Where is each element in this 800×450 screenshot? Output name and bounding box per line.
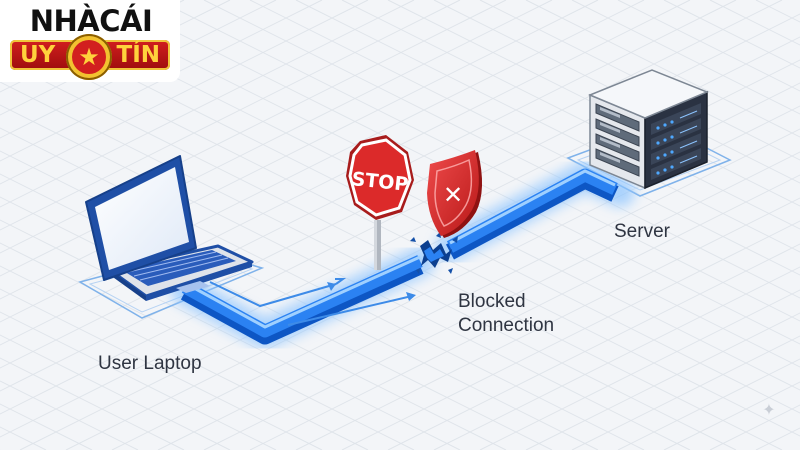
stop-sign-icon: STOP — [346, 135, 414, 270]
connection-break — [410, 232, 458, 274]
shield-icon: ✕ — [427, 150, 483, 238]
server-icon — [588, 69, 709, 190]
laptop-icon — [85, 155, 254, 301]
logo-title: NHÀCÁI — [29, 4, 153, 38]
logo-band-left: UY — [20, 42, 56, 68]
blocked-connection-label: Blocked Connection — [458, 290, 554, 338]
user-laptop-label: User Laptop — [98, 353, 202, 374]
shield-x-icon: ✕ — [443, 181, 463, 209]
star-icon: ★ — [72, 40, 106, 74]
logo-emblem-icon: ★ — [66, 34, 112, 80]
sparkle-icon: ✦ — [762, 402, 776, 419]
blocked-label-line1: Blocked — [458, 291, 526, 312]
logo-band-right: TÍN — [116, 42, 161, 68]
site-logo[interactable]: NHÀCÁI UY TÍN ★ — [0, 0, 180, 82]
connection-path — [170, 161, 635, 349]
blocked-label-line2: Connection — [458, 315, 555, 336]
server-label: Server — [614, 221, 670, 242]
logo-band: UY TÍN — [10, 40, 170, 70]
flow-arrows — [209, 278, 416, 326]
